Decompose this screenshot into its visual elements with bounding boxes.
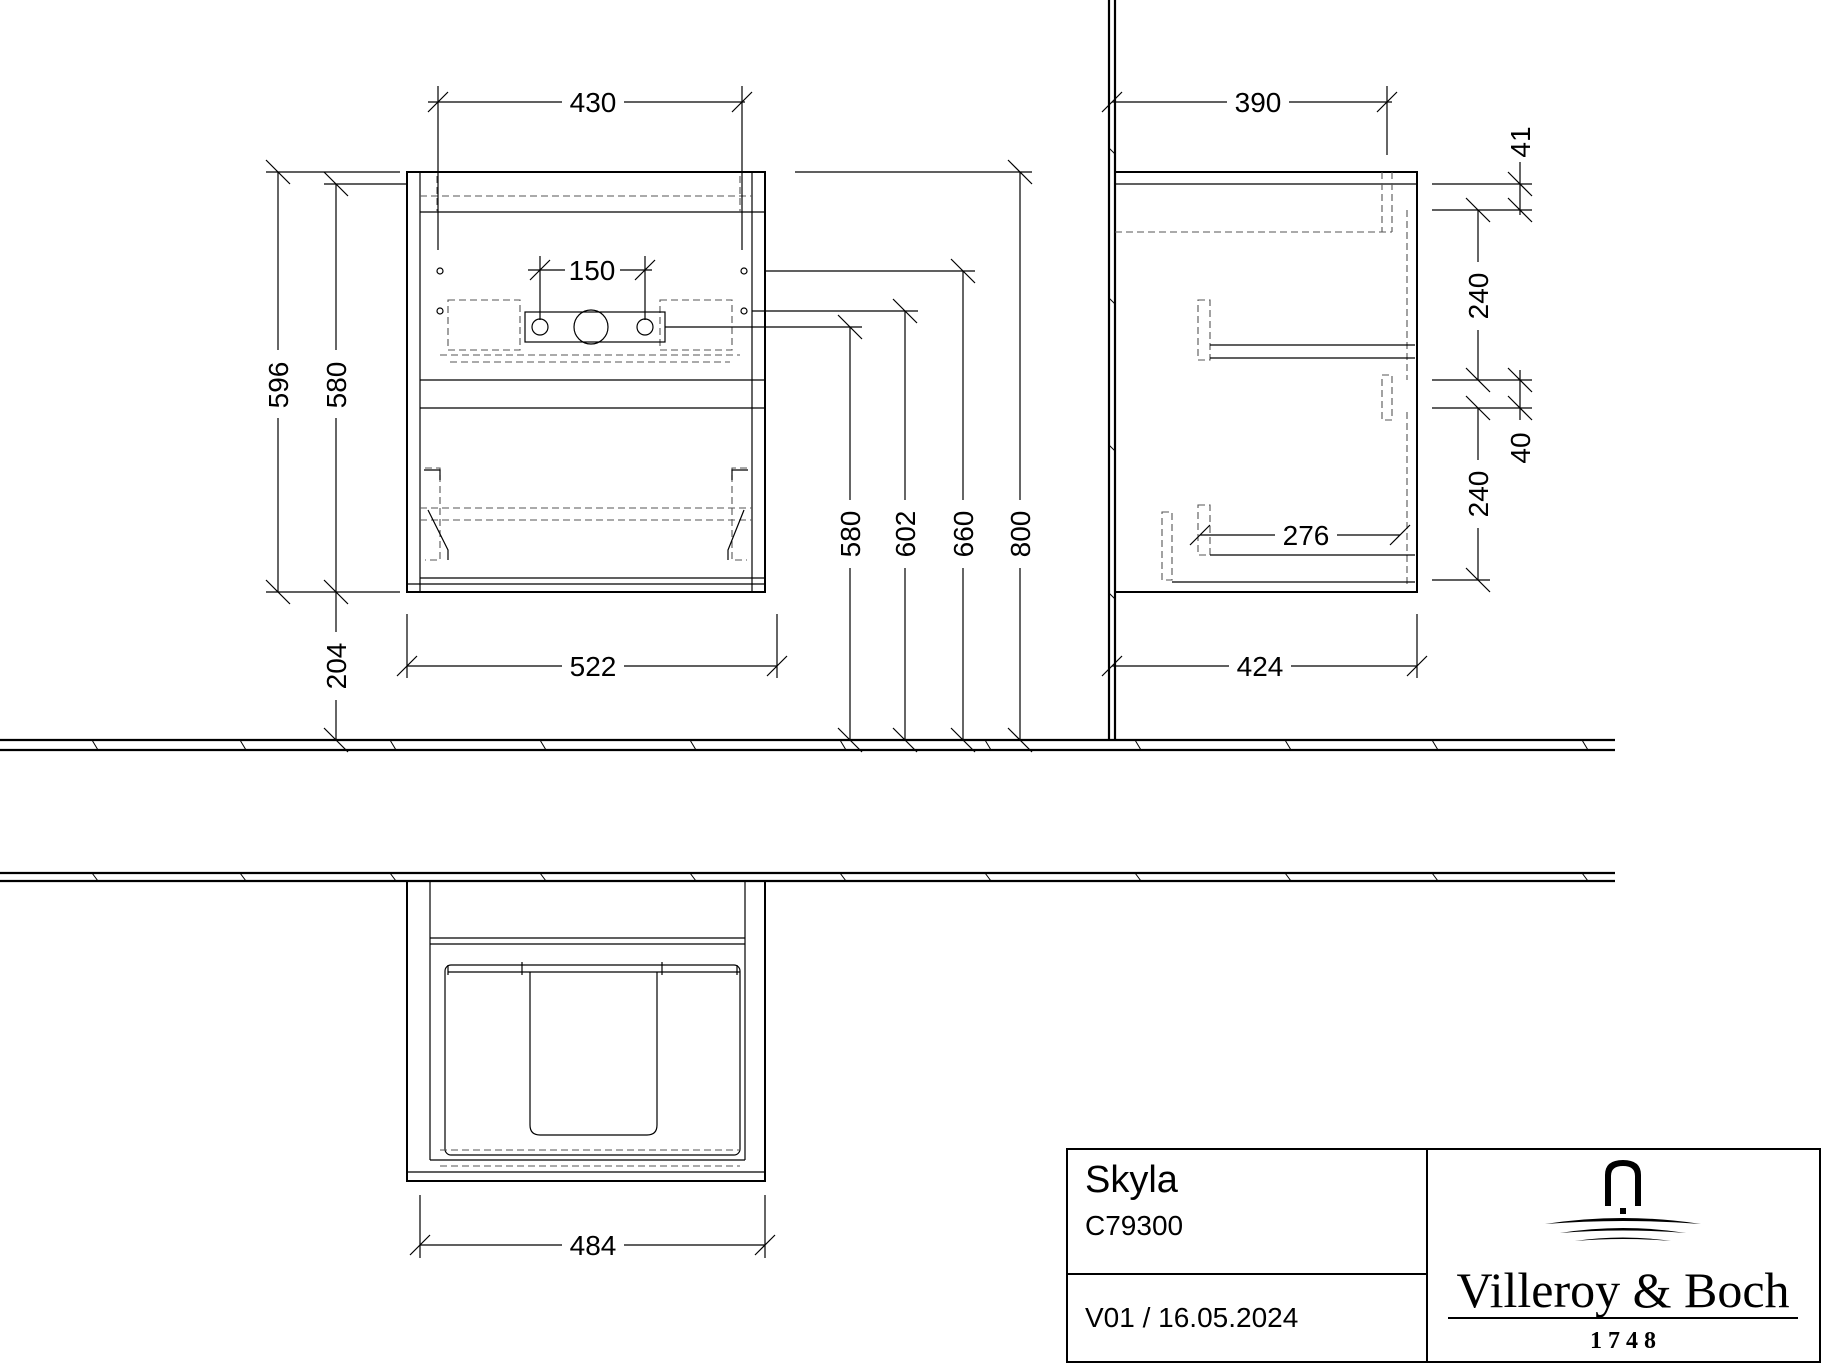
brand-name: Villeroy & Boch [1456,1262,1789,1318]
product-name: Skyla [1085,1159,1179,1201]
dim-height-580-left: 580 [321,362,352,409]
brand-year: 1748 [1590,1328,1662,1354]
dim-height-800: 800 [1005,511,1036,558]
dim-height-602: 602 [890,511,921,558]
floor-line-front [0,738,1615,752]
dim-side-top-depth: 390 [1235,87,1282,118]
fountain-icon [1545,1160,1701,1241]
dim-top-view-width: 484 [570,1230,617,1261]
title-block [1066,1148,1821,1363]
dim-front-bottom-width: 522 [570,651,617,682]
dim-tap-spacing: 150 [569,255,616,286]
dim-drawer-lower: 240 [1463,471,1494,518]
dim-floor-gap-204: 204 [321,643,352,690]
dim-side-top-offset: 41 [1505,126,1536,157]
side-view-cabinet [1114,171,1418,593]
floor-line-top-view [0,871,1615,883]
dim-height-596: 596 [263,362,294,409]
dim-side-inner-depth: 276 [1283,520,1330,551]
brand-logo: Villeroy & Boch 1748 [1448,1160,1798,1354]
version-date: V01 / 16.05.2024 [1085,1302,1298,1333]
dim-height-660: 660 [948,511,979,558]
top-view-cabinet [406,880,766,1182]
product-code: C79300 [1085,1210,1183,1241]
front-view-cabinet [406,171,766,593]
dim-side-gap: 40 [1505,432,1536,463]
dim-side-bottom-depth: 424 [1237,651,1284,682]
dim-front-top-width: 430 [570,87,617,118]
dim-drawer-upper: 240 [1463,273,1494,320]
dimension-lines [265,86,1533,1258]
dim-height-580-right: 580 [835,511,866,558]
